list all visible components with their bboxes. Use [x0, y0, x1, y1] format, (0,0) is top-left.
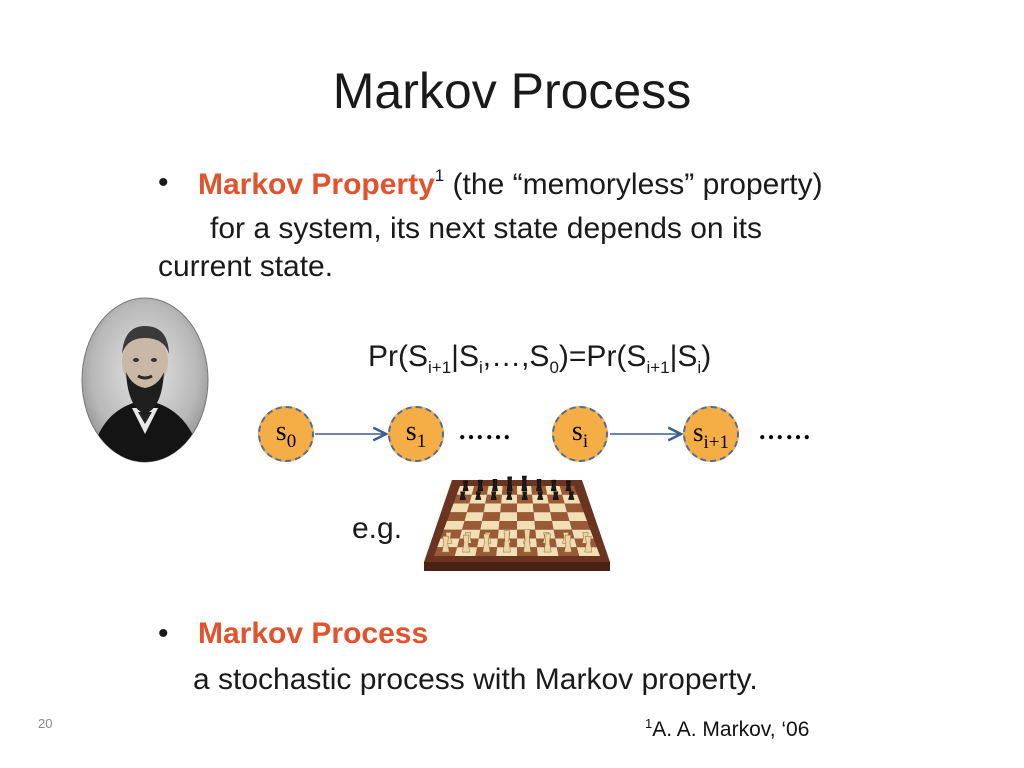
- chess-piece: [543, 533, 552, 553]
- board-square: [443, 521, 465, 530]
- formula-part: ,…,S: [482, 340, 550, 373]
- chess-piece: [568, 491, 575, 500]
- example-label: e.g.: [352, 512, 403, 545]
- chess-piece: [475, 491, 482, 500]
- formula-subscript: i: [697, 358, 702, 377]
- state-subscript: 1: [416, 431, 427, 452]
- board-square: [480, 521, 500, 530]
- chess-piece: [523, 529, 532, 553]
- chess-piece: [459, 491, 466, 500]
- footnote-marker: 1: [645, 716, 653, 731]
- formula-part: |S: [669, 340, 698, 373]
- chess-piece: [482, 533, 491, 553]
- chess-piece: [462, 480, 469, 492]
- bullet-marker: •: [158, 617, 169, 650]
- state-subscript: 0: [286, 431, 297, 452]
- state-letter: s: [571, 416, 583, 447]
- chess-piece: [492, 479, 498, 492]
- chess-piece: [490, 491, 497, 500]
- markov-property-heading: Markov Property: [198, 168, 435, 201]
- markov-portrait-image: [81, 297, 209, 463]
- board-square: [552, 521, 572, 530]
- board-square: [517, 512, 535, 521]
- state-letter: s: [405, 416, 417, 447]
- board-square: [466, 503, 486, 513]
- board-square: [500, 503, 517, 513]
- board-square: [462, 521, 482, 530]
- chess-piece: [521, 475, 528, 492]
- footnote-text: A. A. Markov, ‘06: [652, 718, 810, 741]
- markov-process-heading: Markov Process: [198, 617, 429, 650]
- chess-piece: [506, 476, 513, 492]
- bullet-markov-property: • Markov Property1 (the “memoryless” pro…: [158, 166, 958, 206]
- chess-piece: [477, 479, 484, 492]
- state-node-s1: s1: [388, 406, 444, 462]
- bullet-marker: •: [158, 166, 169, 199]
- chess-piece: [536, 479, 542, 492]
- chain-ellipsis-end: ……: [758, 416, 812, 445]
- state-subscript: i: [582, 431, 589, 452]
- state-node-si: si: [552, 406, 608, 462]
- chess-piece: [550, 479, 557, 492]
- chess-piece: [537, 491, 544, 500]
- chess-piece: [552, 491, 559, 500]
- board-square: [533, 512, 552, 521]
- chess-piece: [584, 535, 593, 553]
- chess-piece: [565, 480, 572, 492]
- chess-piece: [441, 535, 450, 553]
- board-square: [569, 521, 591, 530]
- formula-subscript: i+1: [428, 358, 452, 377]
- state-letter: s: [692, 417, 704, 447]
- board-square: [499, 512, 517, 521]
- page-number: 20: [38, 716, 53, 731]
- board-square: [447, 512, 467, 521]
- board-square: [498, 521, 517, 530]
- board-square: [548, 503, 568, 513]
- chess-piece: [564, 534, 572, 553]
- formula-part: )=Pr(S: [558, 340, 647, 373]
- formula-part: Pr(S: [368, 340, 428, 373]
- formula-part: |S: [451, 340, 479, 373]
- state-node-s0: s0: [258, 406, 314, 462]
- board-square: [450, 503, 470, 513]
- markov-formula: Pr(Si+1|Si,…,S0)=Pr(Si+1|Si): [368, 340, 711, 378]
- board-square: [534, 521, 554, 530]
- formula-subscript: i: [478, 358, 483, 377]
- board-square: [567, 512, 587, 521]
- formula-part: ): [701, 340, 712, 373]
- property-definition-line1: for a system, its next state depends on …: [210, 212, 762, 245]
- footnote-ref: 1: [434, 166, 445, 185]
- chess-piece: [462, 534, 470, 553]
- state-subscript: i+1: [703, 432, 730, 453]
- memoryless-parenthetical: (the “memoryless” property): [444, 168, 823, 201]
- board-square: [483, 503, 502, 513]
- state-letter: s: [275, 416, 287, 447]
- board-square: [464, 512, 484, 521]
- chess-piece: [506, 491, 513, 500]
- board-square: [550, 512, 570, 521]
- chessboard-image: [424, 475, 610, 571]
- footnote: 1A. A. Markov, ‘06: [645, 716, 809, 742]
- chess-piece: [502, 530, 511, 553]
- board-square: [517, 503, 534, 513]
- board-square: [482, 512, 501, 521]
- state-node-si1: si+1: [683, 406, 739, 462]
- formula-subscript: i+1: [646, 358, 670, 377]
- board-square: [532, 503, 551, 513]
- property-definition-line2: current state.: [158, 250, 334, 283]
- formula-subscript: 0: [549, 358, 559, 377]
- slide-title: Markov Process: [332, 63, 692, 119]
- board-square: [564, 503, 584, 513]
- bullet-markov-process: • Markov Process: [158, 617, 658, 657]
- board-square: [517, 521, 536, 530]
- process-definition: a stochastic process with Markov propert…: [193, 663, 758, 696]
- chain-ellipsis: ……: [458, 416, 512, 445]
- chess-piece: [521, 491, 528, 500]
